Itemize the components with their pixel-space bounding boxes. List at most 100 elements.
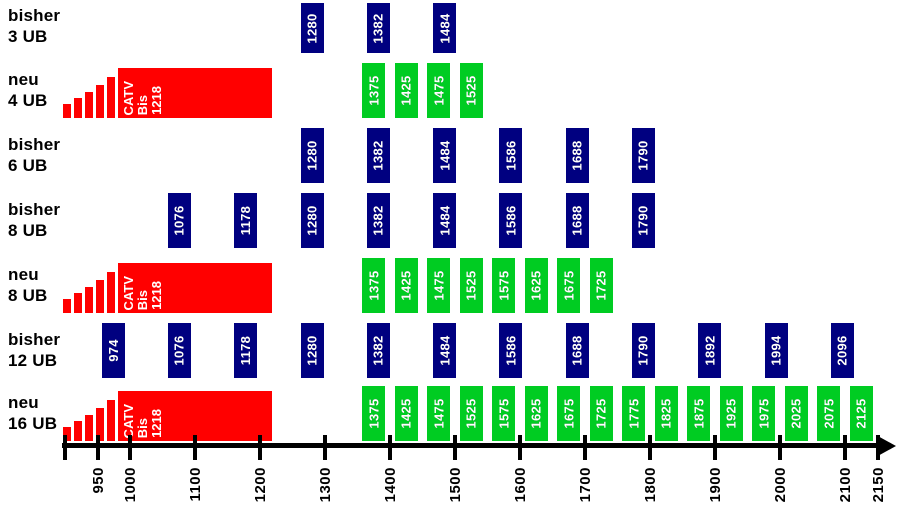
value-box-label: 1484 (437, 335, 453, 366)
catv-label-freq: 1218 (148, 281, 164, 310)
value-box-12UB-1178: 1178 (234, 323, 258, 378)
row-label-line1: bisher (8, 330, 61, 349)
value-box-label: 1586 (503, 205, 519, 236)
catv-step-5 (106, 272, 115, 313)
row-label-line2: 4 UB (8, 91, 48, 110)
axis-tick-1100 (193, 435, 197, 460)
value-box-3UB-1382: 1382 (366, 3, 390, 53)
value-box-label: 1790 (636, 335, 651, 366)
value-box-label: 2096 (834, 335, 850, 366)
value-box-3UB-1280: 1280 (300, 3, 324, 53)
value-box-label: 1475 (431, 398, 447, 429)
row-label-line1: neu (8, 265, 39, 284)
catv-label-bis: Bis (134, 289, 150, 310)
value-box-12UB-1076: 1076 (167, 323, 191, 378)
axis-tick-label-2100: 2100 (837, 467, 854, 503)
value-box-16UB-1875: 1875 (687, 386, 711, 441)
value-box-4UB-1525: 1525 (459, 63, 483, 118)
value-box-4UB-1475: 1475 (427, 63, 451, 118)
value-box-label: 1525 (463, 270, 479, 301)
value-box-label: 1675 (561, 270, 577, 301)
axis-tick-950 (95, 435, 100, 460)
value-box-label: 1280 (304, 205, 320, 236)
value-box-label: 1375 (366, 398, 382, 429)
value-box-8UB-1382: 1382 (366, 193, 390, 248)
value-box-label: 1280 (304, 140, 320, 171)
value-box-12UB-1688: 1688 (565, 323, 589, 378)
row-label-line2: 8 UB (8, 286, 48, 305)
catv-step-3 (84, 415, 93, 441)
value-box-label: 1775 (626, 398, 642, 429)
value-box-label: 1688 (569, 335, 585, 366)
value-box-12UB-1892: 1892 (698, 323, 722, 378)
axis-tick-2000 (778, 435, 782, 460)
axis-tick-label-1300: 1300 (317, 467, 334, 503)
value-box-label: 1076 (171, 205, 187, 236)
value-box-label: 1790 (636, 205, 651, 236)
value-box-6UB-1586: 1586 (499, 128, 523, 183)
value-box-16UB-1525: 1525 (459, 386, 483, 441)
axis-tick-1900 (713, 435, 717, 460)
value-box-label: 1382 (370, 12, 386, 44)
value-box-label: 1475 (431, 270, 447, 301)
value-box-label: 2125 (853, 398, 869, 429)
value-box-8UB-1725: 1725 (589, 258, 613, 313)
value-box-label: 1994 (768, 335, 784, 366)
value-box-label: 1625 (528, 398, 544, 429)
row-label-line2: 12 UB (8, 351, 58, 370)
row-label-bisher-12-ub: bisher 12 UB (8, 329, 60, 371)
value-box-16UB-1675: 1675 (557, 386, 581, 441)
row-label-line1: bisher (8, 6, 61, 25)
value-box-8UB-1790: 1790 (632, 193, 655, 248)
catv-step-5 (106, 77, 115, 118)
value-box-12UB-1994: 1994 (764, 323, 788, 378)
value-box-label: 1975 (756, 398, 772, 429)
value-box-label: 1280 (304, 335, 320, 366)
row-label-neu-8-ub: neu 8 UB (8, 264, 48, 306)
value-box-label: 2025 (788, 398, 804, 429)
catv-label-bis: Bis (134, 417, 150, 438)
value-box-8UB-1575: 1575 (492, 258, 516, 313)
value-box-label: 1375 (366, 75, 382, 106)
value-box-label: 1688 (569, 205, 585, 236)
axis-tick-label-1000: 1000 (122, 467, 139, 503)
value-box-16UB-2075: 2075 (817, 386, 841, 441)
catv-label-freq: 1218 (148, 409, 164, 438)
catv-step-4 (95, 280, 104, 313)
value-box-6UB-1688: 1688 (565, 128, 589, 183)
value-box-12UB-1382: 1382 (366, 323, 390, 378)
axis-tick-label-1800: 1800 (642, 467, 659, 503)
value-box-label: 1425 (398, 270, 414, 301)
value-box-label: 1425 (398, 75, 414, 106)
value-box-16UB-1825: 1825 (654, 386, 678, 441)
value-box-label: 1178 (238, 205, 254, 236)
value-box-6UB-1382: 1382 (366, 128, 390, 183)
axis-tick-label-1100: 1100 (187, 467, 204, 502)
value-box-label: 1382 (370, 205, 386, 236)
value-box-label: 1178 (238, 335, 254, 366)
axis-tick-1600 (518, 435, 522, 460)
catv-step-4 (95, 408, 104, 441)
value-box-label: 1382 (370, 335, 386, 366)
row-label-line2: 3 UB (8, 27, 48, 46)
catv-step-1 (62, 299, 71, 313)
value-box-label: 1525 (463, 75, 479, 106)
row-label-bisher-3-ub: bisher 3 UB (8, 5, 60, 47)
axis-tick-1000 (128, 435, 132, 460)
axis-tick-1500 (453, 435, 457, 460)
axis-tick-label-1600: 1600 (512, 467, 529, 503)
value-box-label: 974 (105, 339, 121, 362)
value-box-label: 1625 (528, 270, 544, 301)
row-label-line1: bisher (8, 135, 61, 154)
axis-tick-1800 (648, 435, 652, 460)
axis-tick-label-2150: 2150 (869, 467, 887, 503)
catv-label-catv: CATV (120, 80, 136, 115)
value-box-label: 1825 (658, 398, 674, 429)
axis-tick-2150 (875, 435, 880, 460)
value-box-16UB-1425: 1425 (394, 386, 418, 441)
value-box-16UB-2125: 2125 (849, 386, 873, 441)
value-box-8UB-1586: 1586 (499, 193, 523, 248)
value-box-6UB-1280: 1280 (300, 128, 324, 183)
